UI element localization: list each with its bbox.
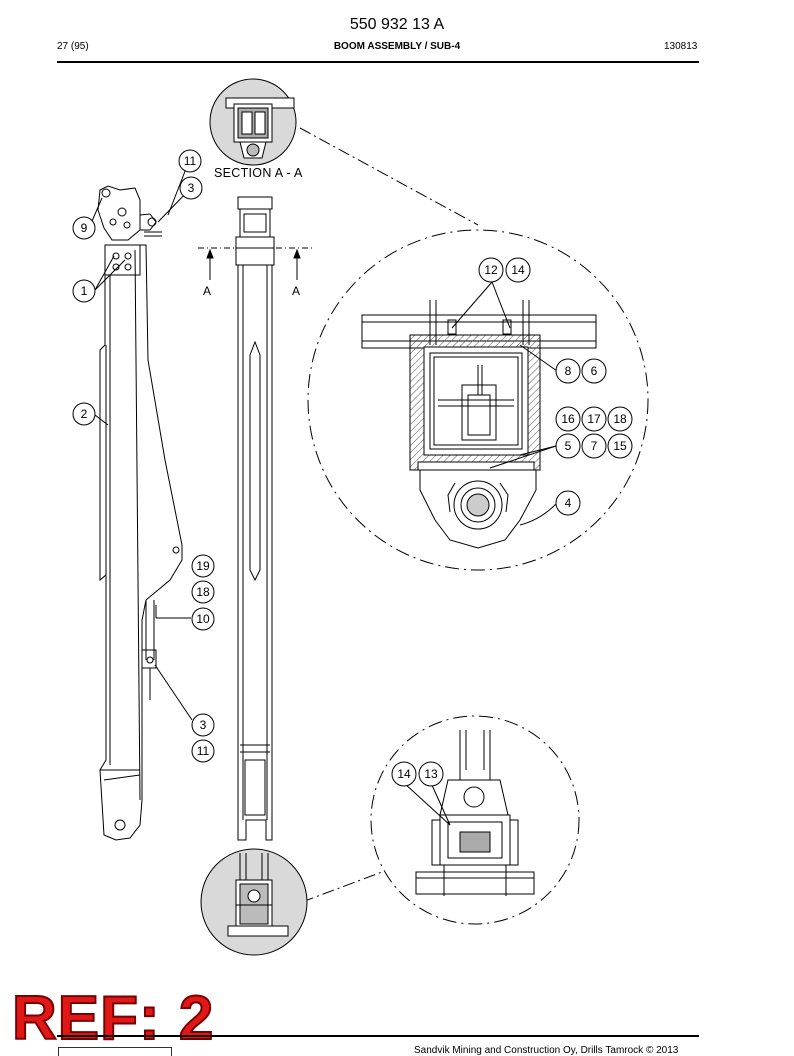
callout-label: 1 <box>81 284 88 298</box>
document-number: 550 932 13 A <box>349 16 445 33</box>
callout-label: 2 <box>81 407 88 421</box>
callout: 6 <box>581 358 607 384</box>
header-rule <box>57 61 699 63</box>
cut-mark-label: A <box>203 284 211 298</box>
callout-label: 16 <box>561 412 575 426</box>
callout-label: 15 <box>613 439 627 453</box>
callout-label: 12 <box>484 263 498 277</box>
callout: 8 <box>555 358 581 384</box>
callout: 16 <box>555 406 581 432</box>
end-view-small-circle <box>200 848 308 956</box>
callout: 13 <box>418 761 444 787</box>
footer-logo <box>58 1047 172 1056</box>
callout-label: 7 <box>591 439 598 453</box>
ref-stamp: REF: 2 <box>11 983 215 1054</box>
page-title: BOOM ASSEMBLY / SUB-4 <box>333 41 461 52</box>
callout-label: 18 <box>196 585 210 599</box>
callout-label: 4 <box>565 496 572 510</box>
callout: 17 <box>581 406 607 432</box>
callout: 11 <box>191 739 215 763</box>
callout: 7 <box>581 433 607 459</box>
callout: 18 <box>191 580 215 604</box>
callout-label: 14 <box>511 263 525 277</box>
callout-label: 18 <box>613 412 627 426</box>
callout: 9 <box>72 216 96 240</box>
doc-code: 130813 <box>664 41 698 52</box>
callout: 3 <box>179 176 203 200</box>
section-a-a-small-circle <box>209 78 297 166</box>
callout: 2 <box>72 402 96 426</box>
callout: 18 <box>607 406 633 432</box>
callout-label: 3 <box>188 181 195 195</box>
section-a-a-detail <box>307 229 649 571</box>
boom-side-view <box>97 185 183 841</box>
callout: 14 <box>391 761 417 787</box>
callout-label: 11 <box>197 744 210 758</box>
page-number: 27 (95) <box>57 41 89 52</box>
boom-top-view <box>198 196 314 841</box>
callout: 3 <box>191 713 215 737</box>
callout-label: 6 <box>591 364 598 378</box>
callout-label: 17 <box>587 412 601 426</box>
callout: 1 <box>72 279 96 303</box>
footer-rule <box>57 1035 699 1037</box>
callout: 5 <box>555 433 581 459</box>
callouts: 11 3 9 1 2 19 18 10 3 11 12 14 8 6 16 17… <box>72 149 633 787</box>
footer-copyright: Sandvik Mining and Construction Oy, Dril… <box>414 1045 679 1056</box>
callout-label: 19 <box>196 559 210 573</box>
callout-label: 8 <box>565 364 572 378</box>
callout: 11 <box>178 149 202 173</box>
section-label: SECTION A - A <box>214 166 303 180</box>
callout-label: 13 <box>424 767 438 781</box>
callout: 4 <box>555 490 581 516</box>
callout-label: 3 <box>200 718 207 732</box>
callout-label: 9 <box>81 221 88 235</box>
callout: 10 <box>191 607 215 631</box>
callout: 19 <box>191 554 215 578</box>
callout-label: 11 <box>184 154 197 168</box>
callout-label: 14 <box>397 767 411 781</box>
callout: 14 <box>505 257 531 283</box>
callout-label: 5 <box>565 439 572 453</box>
callout: 15 <box>607 433 633 459</box>
callout: 12 <box>478 257 504 283</box>
end-view-detail <box>370 715 580 925</box>
cut-mark-label: A <box>292 284 300 298</box>
callout-label: 10 <box>196 612 210 626</box>
